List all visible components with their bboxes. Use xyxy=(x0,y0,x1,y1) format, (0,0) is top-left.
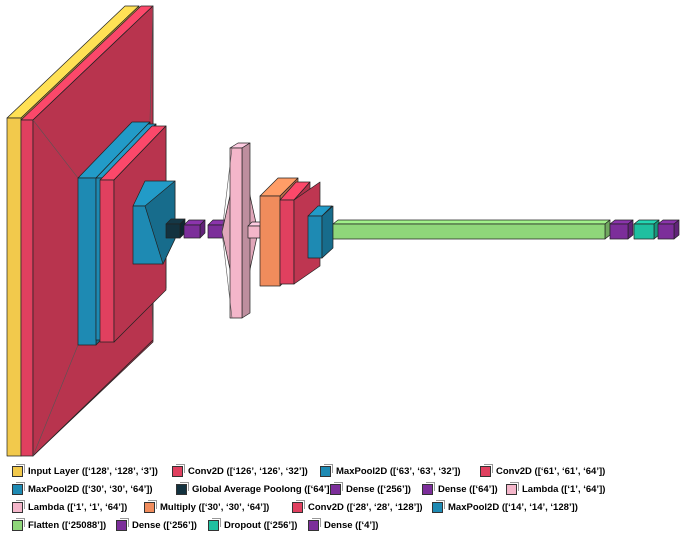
legend-label: Multiply ([‘30’, ‘30’, ‘64’]) xyxy=(160,502,270,513)
layer-dense-256-front xyxy=(183,224,201,239)
connector-line xyxy=(221,147,233,233)
layer-conv2d-3-front xyxy=(279,199,295,285)
legend-swatch-icon xyxy=(116,518,129,531)
legend-swatch-icon xyxy=(320,464,333,477)
layer-multiply-front xyxy=(259,195,281,287)
legend-item: Dense ([‘64’]) xyxy=(422,482,498,495)
legend-item: Flatten ([‘25088’]) xyxy=(12,518,107,531)
layer-flatten-top xyxy=(332,219,611,225)
legend-item: Dense ([‘256’]) xyxy=(330,482,411,495)
legend-item: MaxPool2D ([‘30’, ‘30’, ‘64’]) xyxy=(12,482,153,495)
legend-swatch-icon xyxy=(432,500,445,513)
layer-dense-4-front xyxy=(657,223,675,240)
connector-line xyxy=(221,231,233,319)
legend-swatch-icon xyxy=(12,482,25,495)
legend-item: Dense ([‘256’]) xyxy=(116,518,197,531)
legend-item: Conv2D ([‘61’, ‘61’, ‘64’]) xyxy=(480,464,606,477)
legend-swatch-icon xyxy=(12,464,25,477)
layer-conv2d-1-front xyxy=(20,119,34,457)
layer-flatten-front xyxy=(332,223,606,240)
legend-label: Conv2D ([‘126’, ‘126’, ‘32’]) xyxy=(188,466,308,477)
legend-label: Dense ([‘256’]) xyxy=(132,520,197,531)
layer-lambda-2-front xyxy=(229,147,243,319)
legend-label: Conv2D ([‘61’, ‘61’, ‘64’]) xyxy=(496,466,606,477)
layer-maxpool-1-front xyxy=(77,177,97,346)
legend-item: Conv2D ([‘28’, ‘28’, ‘128’]) xyxy=(292,500,423,513)
connector-line xyxy=(32,344,79,457)
legend-label: Conv2D ([‘28’, ‘28’, ‘128’]) xyxy=(308,502,423,513)
legend-swatch-icon xyxy=(292,500,305,513)
layer-lambda-small-front xyxy=(247,225,261,239)
layer-maxpool-2-side xyxy=(144,180,176,265)
legend-label: Lambda ([‘1’, ‘1’, ‘64’]) xyxy=(28,502,128,513)
legend-item: Conv2D ([‘126’, ‘126’, ‘32’]) xyxy=(172,464,308,477)
layer-conv2d-2-front xyxy=(99,179,115,343)
legend-swatch-icon xyxy=(506,482,519,495)
layer-maxpool-3-side xyxy=(321,205,334,259)
layer-gap-front xyxy=(165,223,181,239)
legend-swatch-icon xyxy=(422,482,435,495)
connector-line xyxy=(149,5,154,121)
legend-label: Input Layer ([‘128’, ‘128’, ‘3’]) xyxy=(28,466,158,477)
legend-label: Dense ([‘256’]) xyxy=(346,484,411,495)
legend-swatch-icon xyxy=(330,482,343,495)
legend-swatch-icon xyxy=(12,500,25,513)
legend-swatch-icon xyxy=(172,464,185,477)
legend-swatch-icon xyxy=(480,464,493,477)
layer-dropout-front xyxy=(633,223,655,240)
legend-swatch-icon xyxy=(308,518,321,531)
layer-dense-64-front xyxy=(207,224,225,239)
layer-maxpool-3-front xyxy=(307,215,323,259)
legend-swatch-icon xyxy=(12,518,25,531)
legend-item: MaxPool2D ([‘14’, ‘14’, ‘128’]) xyxy=(432,500,578,513)
legend-label: MaxPool2D ([‘63’, ‘63’, ‘32’]) xyxy=(336,466,461,477)
legend-swatch-icon xyxy=(144,500,157,513)
legend-label: MaxPool2D ([‘30’, ‘30’, ‘64’]) xyxy=(28,484,153,495)
legend-swatch-icon xyxy=(208,518,221,531)
network-architecture-diagram xyxy=(6,5,680,457)
layer-dense-256b-front xyxy=(609,223,629,240)
legend-item: Global Average Poolong ([‘64’]) xyxy=(176,482,333,495)
legend-label: Dropout ([‘256’]) xyxy=(224,520,298,531)
legend-label: Flatten ([‘25088’]) xyxy=(28,520,107,531)
layer-input-front xyxy=(6,117,22,457)
connector-line xyxy=(32,119,79,179)
legend-item: Multiply ([‘30’, ‘30’, ‘64’]) xyxy=(144,500,270,513)
legend-label: Lambda ([‘1’, ‘64’]) xyxy=(522,484,606,495)
layer-conv2d-3-body xyxy=(293,181,321,285)
legend-label: Dense ([‘4’]) xyxy=(324,520,379,531)
legend-swatch-icon xyxy=(176,482,189,495)
legend-item: Dropout ([‘256’]) xyxy=(208,518,298,531)
legend-label: Global Average Poolong ([‘64’]) xyxy=(192,484,333,495)
legend-item: Dense ([‘4’]) xyxy=(308,518,379,531)
legend-label: MaxPool2D ([‘14’, ‘14’, ‘128’]) xyxy=(448,502,578,513)
legend-label: Dense ([‘64’]) xyxy=(438,484,498,495)
legend-item: Lambda ([‘1’, ‘1’, ‘64’]) xyxy=(12,500,128,513)
legend-item: Input Layer ([‘128’, ‘128’, ‘3’]) xyxy=(12,464,158,477)
legend-item: MaxPool2D ([‘63’, ‘63’, ‘32’]) xyxy=(320,464,461,477)
legend-item: Lambda ([‘1’, ‘64’]) xyxy=(506,482,606,495)
